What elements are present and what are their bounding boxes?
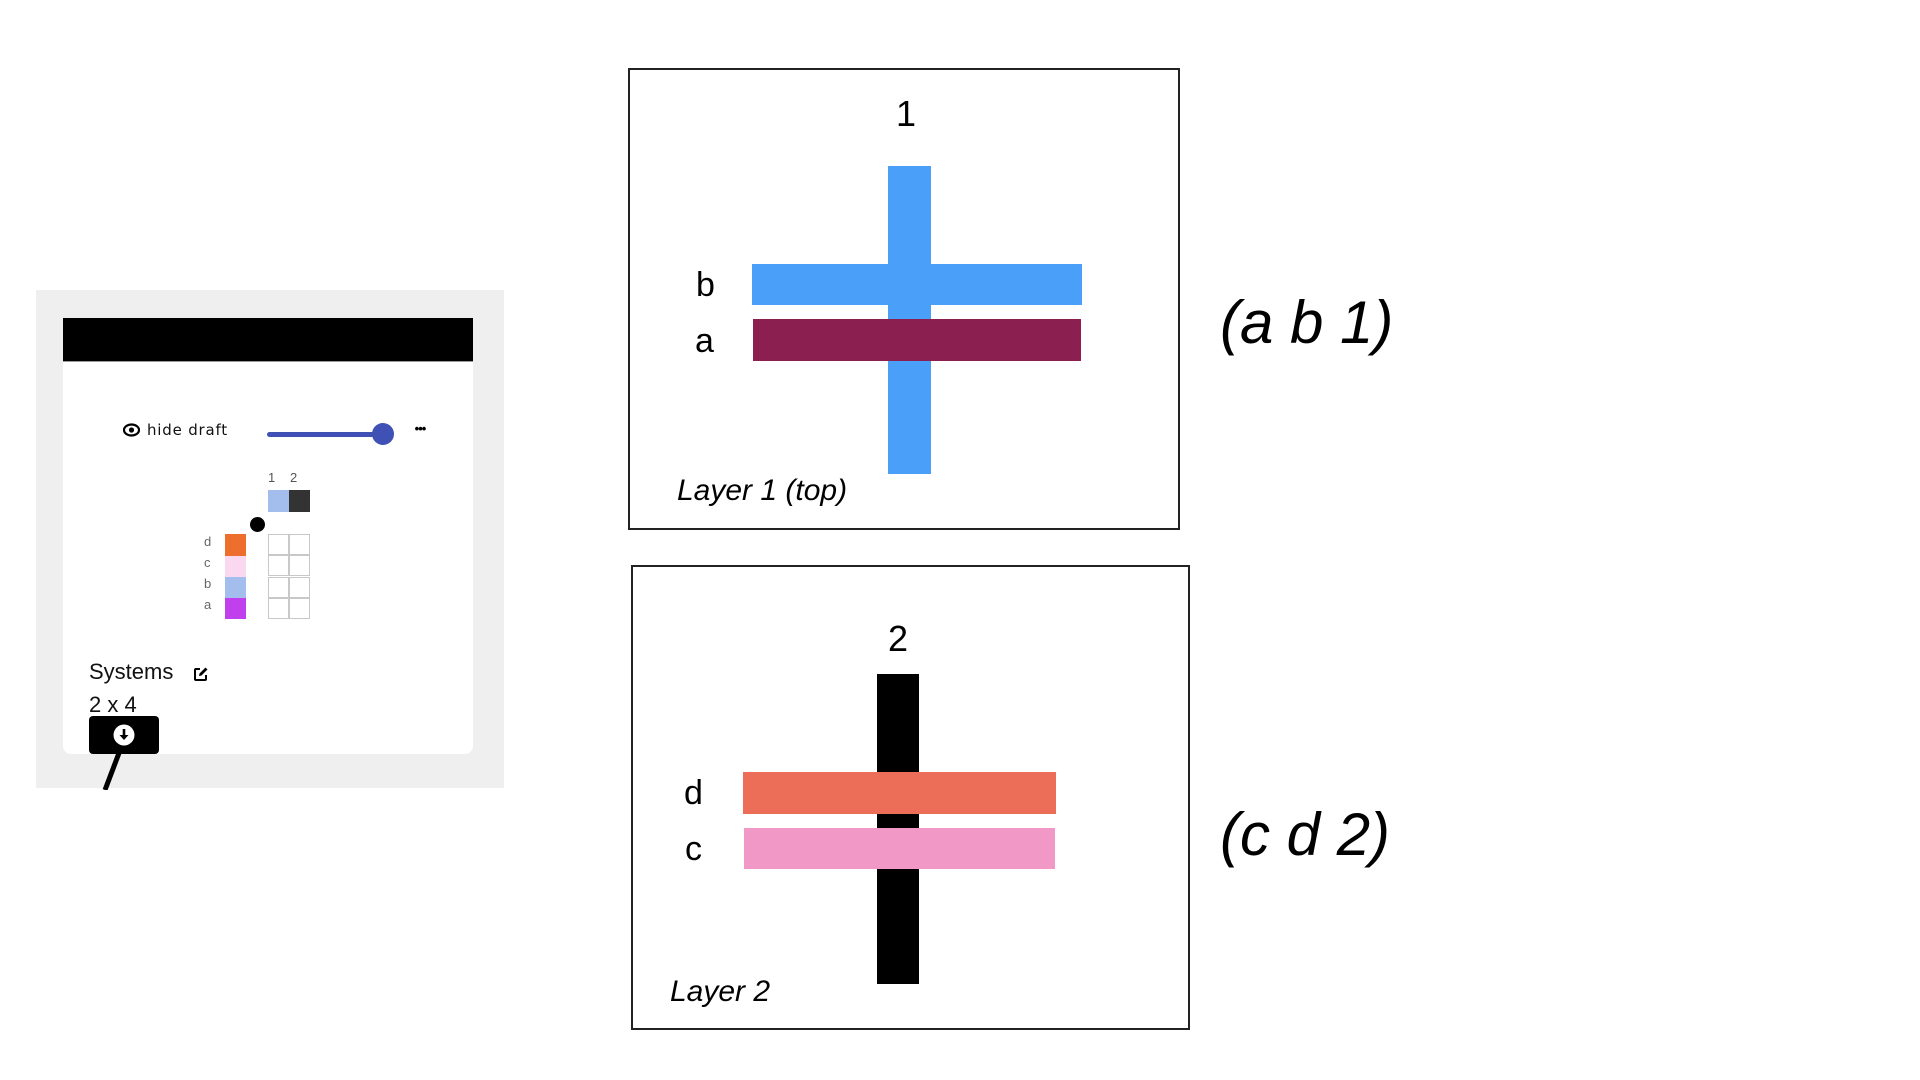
draft-cell[interactable] [289, 534, 310, 555]
draft-origin-handle[interactable] [250, 517, 265, 532]
weft-thread-a [753, 319, 1081, 361]
warp-label: 2 [888, 618, 909, 659]
sequence-annotation: (a b 1) [1220, 289, 1394, 356]
systems-title: Systems [89, 659, 174, 684]
layer-caption: Layer 1 (top) [677, 474, 848, 507]
weft-color-swatch[interactable] [225, 598, 246, 619]
draft-cell[interactable] [289, 597, 310, 619]
layer-caption: Layer 2 [670, 975, 771, 1008]
weft-thread-d [743, 772, 1056, 814]
draft-cell[interactable] [268, 534, 289, 555]
weft-color-swatch[interactable] [225, 556, 246, 577]
draft-zoom-slider[interactable] [262, 422, 398, 446]
pointer-stroke [102, 752, 122, 790]
download-icon [113, 724, 135, 746]
weft-thread-c [744, 828, 1055, 869]
weft-label: c [685, 830, 702, 868]
eye-icon[interactable] [123, 423, 140, 437]
sequence-annotation: (c d 2) [1220, 801, 1391, 868]
draft-cell[interactable] [268, 555, 289, 577]
weft-label: b [696, 266, 715, 304]
draft-cell[interactable] [289, 576, 310, 598]
slider-track[interactable] [267, 432, 387, 437]
weft-label: b [204, 576, 212, 591]
download-button[interactable] [89, 716, 159, 754]
weft-label: a [204, 597, 212, 612]
weft-label: a [695, 322, 714, 360]
weft-color-swatch[interactable] [225, 534, 246, 556]
weft-label: c [204, 555, 211, 570]
weft-thread-b [752, 264, 1082, 305]
weft-label: d [204, 534, 212, 549]
warp-color-swatch[interactable] [289, 490, 310, 512]
systems-dimensions: 2 x 4 [89, 692, 137, 717]
draft-cell[interactable] [289, 555, 310, 577]
hide-draft-toggle[interactable]: hide draft [147, 421, 228, 439]
more-options-button[interactable]: ••• [414, 421, 427, 436]
warp-number-1: 1 [268, 470, 276, 485]
draft-cell[interactable] [268, 597, 289, 619]
slider-thumb[interactable] [372, 423, 394, 445]
edit-icon[interactable] [193, 666, 209, 682]
weft-color-swatch[interactable] [225, 577, 246, 598]
warp-color-swatch[interactable] [268, 490, 289, 512]
draft-cell[interactable] [268, 576, 289, 598]
warp-label: 1 [896, 93, 917, 134]
card-header-bar [63, 318, 473, 362]
warp-number-2: 2 [290, 470, 298, 485]
weft-label: d [684, 774, 703, 812]
